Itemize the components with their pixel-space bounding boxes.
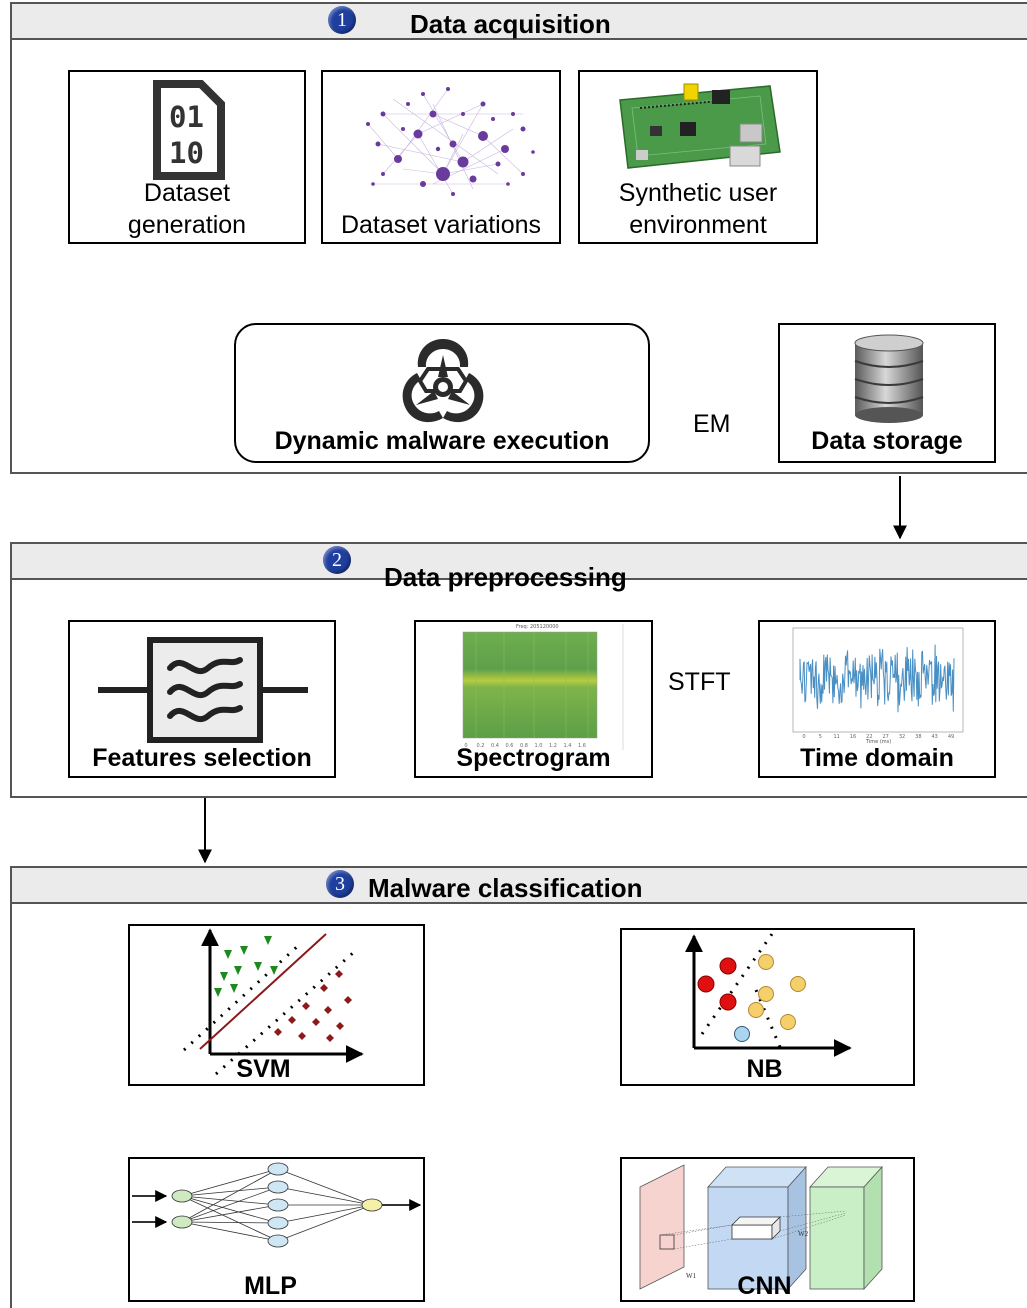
axis-tick-label: 1.6	[578, 743, 586, 749]
axis-tick-label: 49	[948, 734, 954, 740]
hidden-node	[267, 1234, 289, 1248]
network-edge	[277, 1168, 373, 1206]
mlp-network-diagram	[132, 1162, 422, 1248]
time-domain-x-ticks: 0 5 11 16 22 27 32 38 43 49	[802, 734, 954, 740]
network-edge	[181, 1186, 279, 1197]
spectrogram-x-ticks: 0 0.2 0.4 0.6 0.8 1.0 1.2 1.4 1.6	[464, 743, 586, 749]
network-edge	[181, 1221, 279, 1224]
cnn-w1-label: W1	[686, 1272, 697, 1280]
malware-execution-label: Dynamic malware execution	[274, 427, 610, 455]
network-edge	[277, 1204, 373, 1242]
stft-edge-label: STFT	[668, 668, 731, 696]
network-graph-icon	[366, 87, 535, 196]
dataset-generation-box: 01 10 Dataset generation	[68, 70, 306, 244]
input-node	[171, 1215, 193, 1229]
em-edge-label: EM	[693, 410, 731, 438]
circuit-board-icon	[619, 83, 781, 169]
axis-tick-label: 38	[915, 734, 921, 740]
axis-tick-label: 27	[882, 734, 888, 740]
mlp-box: MLP	[128, 1157, 425, 1302]
network-edge	[181, 1168, 279, 1223]
panel-header: 3 Malware classification	[12, 868, 1027, 904]
biohazard-icon	[402, 339, 484, 423]
axis-tick-label: 0.8	[520, 743, 528, 749]
cnn-label: CNN	[737, 1272, 792, 1300]
svm-box: SVM	[128, 924, 425, 1086]
synthetic-env-label-2: environment	[629, 211, 767, 239]
network-edge	[277, 1204, 373, 1224]
axis-tick-label: 11	[833, 734, 839, 740]
dataset-variations-box: Dataset variations	[321, 70, 561, 244]
network-edge	[181, 1195, 279, 1242]
axis-tick-label: 22	[866, 734, 872, 740]
dataset-variations-label: Dataset variations	[340, 211, 542, 239]
filter-icon	[98, 637, 308, 743]
axis-tick-label: 0.2	[477, 743, 485, 749]
panel-title: Data acquisition	[410, 9, 611, 39]
panel-header: 2 Data preprocessing	[12, 544, 1027, 592]
hidden-node	[267, 1198, 289, 1212]
axis-tick-label: 16	[850, 734, 856, 740]
spectrogram-box: Freq: 205120000 0 0.2 0.4 0.6 0.8 1.0 1.2 1.4 1.…	[414, 620, 653, 778]
input-node	[171, 1189, 193, 1203]
cnn-w2-label: W2	[798, 1230, 809, 1238]
network-edge	[181, 1195, 279, 1224]
nb-box: NB	[620, 928, 915, 1086]
time-domain-x-axis-label: Time (ms)	[866, 739, 892, 745]
spectrogram-plot	[462, 624, 624, 750]
dataset-generation-label-2: generation	[127, 211, 247, 239]
svg-text:10: 10	[169, 136, 204, 170]
axis-tick-label: 0.6	[506, 743, 514, 749]
spectrogram-label: Spectrogram	[456, 744, 611, 772]
time-domain-label: Time domain	[800, 744, 954, 772]
binary-file-icon: 01 10	[153, 80, 225, 180]
features-selection-label: Features selection	[92, 744, 312, 772]
step-badge: 3	[326, 870, 354, 898]
svm-scatter-plot	[182, 928, 364, 1076]
axis-tick-label: 0.4	[491, 743, 499, 749]
hidden-node	[267, 1216, 289, 1230]
nb-label: NB	[746, 1055, 783, 1083]
nb-scatter-plot	[685, 933, 852, 1057]
network-edge	[181, 1221, 279, 1242]
step-badge: 1	[328, 6, 356, 34]
synthetic-environment-box: Synthetic user environment	[578, 70, 818, 244]
axis-tick-label: 1.4	[564, 743, 572, 749]
data-storage-box: Data storage	[778, 323, 996, 463]
hidden-node	[267, 1180, 289, 1194]
network-edge	[181, 1168, 279, 1197]
axis-tick-label: 1.2	[549, 743, 557, 749]
output-node	[361, 1198, 383, 1212]
panel-header: 1 Data acquisition	[12, 4, 1027, 40]
panel-title: Malware classification	[368, 873, 643, 903]
spectrogram-plot-title: Freq: 205120000	[516, 624, 559, 630]
cnn-architecture-diagram	[639, 1164, 883, 1291]
network-edge	[181, 1186, 279, 1223]
time-domain-plot	[792, 627, 964, 733]
axis-tick-label: 32	[899, 734, 905, 740]
panel-title: Data preprocessing	[384, 562, 627, 592]
time-domain-box: 0 5 11 16 22 27 32 38 43 49 Time (ms) Time domain	[758, 620, 996, 778]
axis-tick-label: 43	[931, 734, 937, 740]
synthetic-env-label-1: Synthetic user	[618, 179, 778, 207]
dynamic-malware-execution-box: Dynamic malware execution	[234, 323, 650, 463]
mlp-label: MLP	[244, 1272, 297, 1300]
database-icon	[854, 334, 924, 423]
network-edge	[181, 1195, 279, 1206]
axis-tick-label: 5	[819, 734, 822, 740]
hidden-node	[267, 1162, 289, 1176]
network-edge	[277, 1186, 373, 1206]
network-edge	[181, 1204, 279, 1223]
svm-label: SVM	[236, 1055, 291, 1083]
axis-tick-label: 1.0	[535, 743, 543, 749]
axis-tick-label: 0	[464, 743, 467, 749]
axis-tick-label: 0	[802, 734, 805, 740]
cnn-box: W1 W2 CNN	[620, 1157, 915, 1302]
features-selection-box: Features selection	[68, 620, 336, 778]
step-badge: 2	[323, 546, 351, 574]
data-storage-label: Data storage	[811, 427, 963, 455]
svg-text:01: 01	[169, 100, 204, 134]
dataset-generation-label-1: Dataset	[143, 179, 231, 207]
